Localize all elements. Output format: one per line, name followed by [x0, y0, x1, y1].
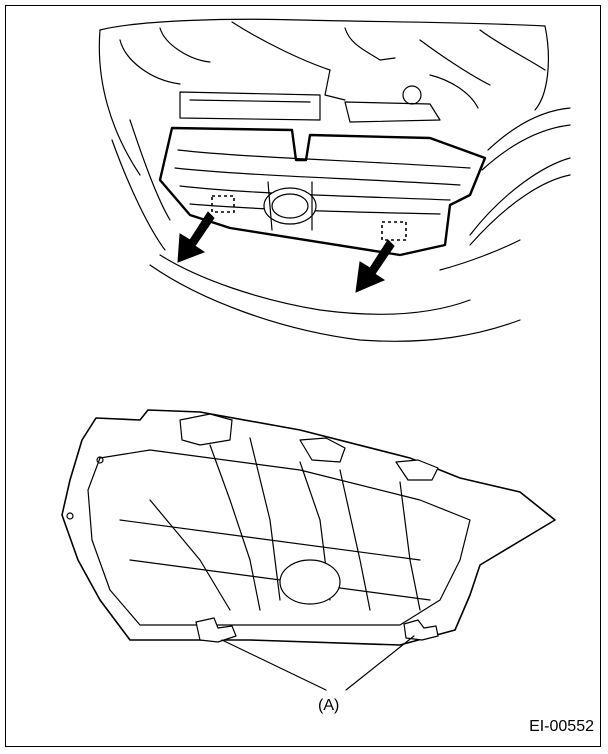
callout-label-a: (A) [318, 697, 340, 714]
figure-code: EI-00552 [529, 718, 594, 735]
bottom-view-grille-rear [61, 409, 556, 691]
top-view-car-front [98, 18, 571, 342]
figure-frame [5, 5, 601, 747]
